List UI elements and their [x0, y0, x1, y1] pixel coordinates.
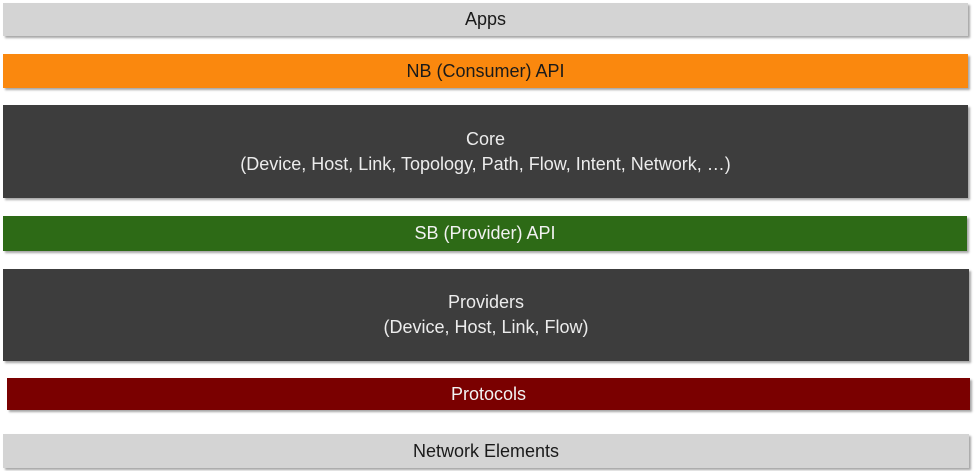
providers-layer: Providers (Device, Host, Link, Flow)	[3, 269, 969, 361]
nb-api-label: NB (Consumer) API	[406, 60, 565, 81]
apps-label: Apps	[464, 9, 507, 29]
protocols-label: Protocols	[450, 383, 527, 404]
network-elements-layer: Network Elements	[3, 434, 969, 468]
nb-consumer-api-layer: NB (Consumer) API	[3, 54, 968, 88]
apps-layer: Apps	[3, 3, 968, 36]
core-layer: Core (Device, Host, Link, Topology, Path…	[3, 105, 968, 198]
providers-label: Providers	[447, 292, 525, 312]
sb-provider-api-layer: SB (Provider) API	[3, 216, 967, 251]
network-elements-label: Network Elements	[412, 440, 560, 461]
core-detail: (Device, Host, Link, Topology, Path, Flo…	[240, 153, 731, 174]
protocols-layer: Protocols	[7, 378, 970, 410]
core-label: Core	[465, 128, 505, 149]
sb-api-label: SB (Provider) API	[414, 223, 556, 243]
providers-detail: (Device, Host, Link, Flow)	[383, 317, 589, 337]
